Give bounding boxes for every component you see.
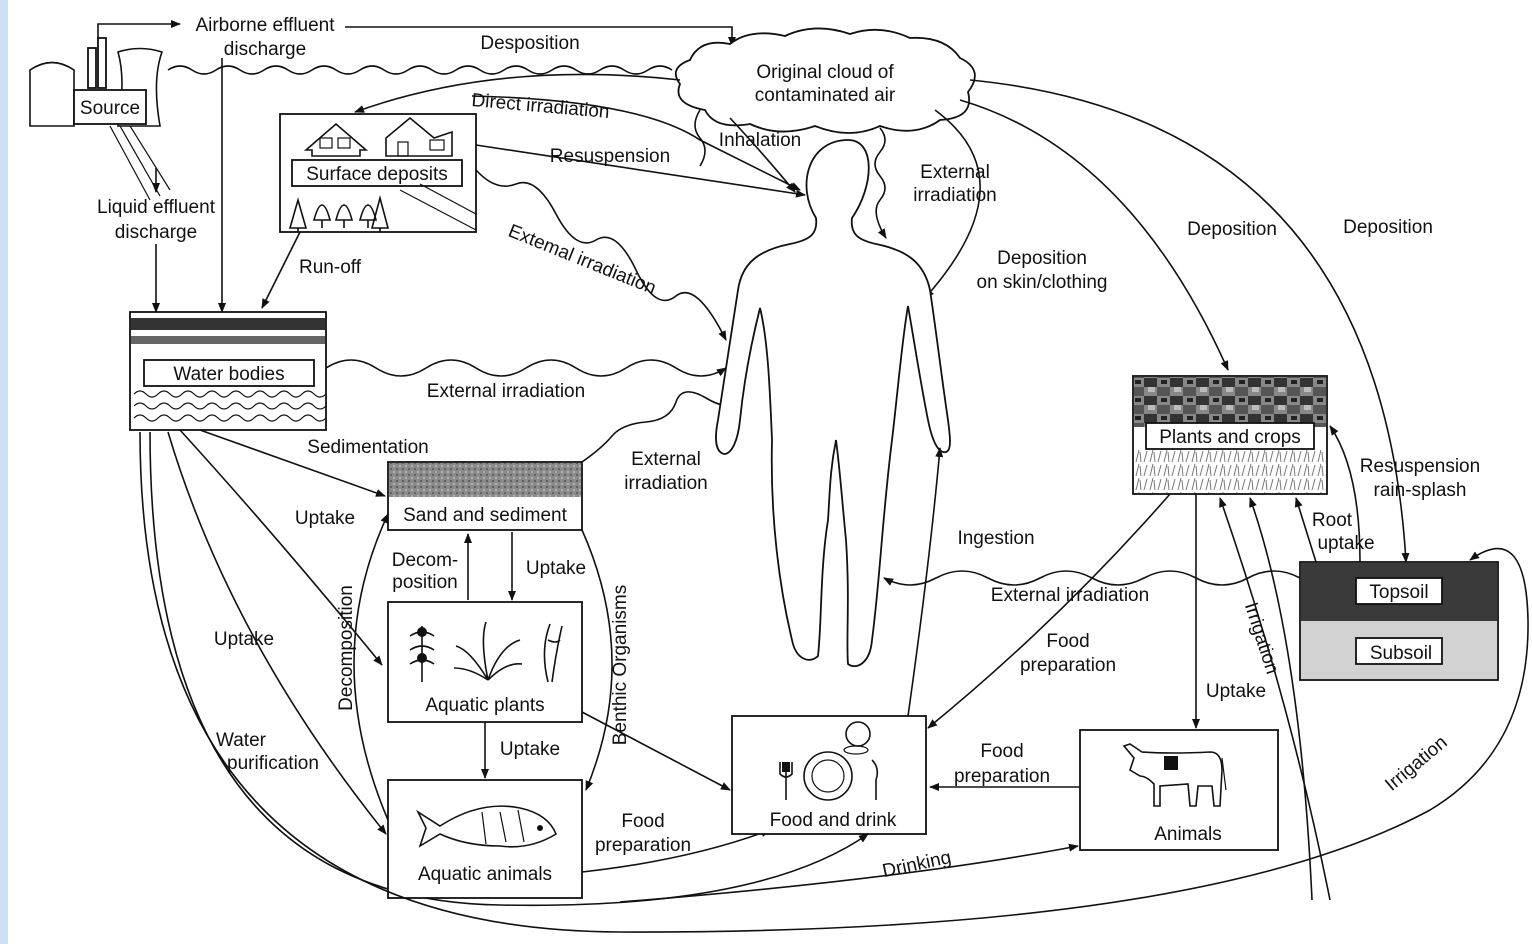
food-plate-icon xyxy=(779,721,879,801)
liquid-label-1: Liquid effluent xyxy=(97,197,216,218)
sand-sediment-label: Sand and sediment xyxy=(403,505,567,526)
ext-irr-water-label: External irradiation xyxy=(427,381,585,402)
crops-texture xyxy=(1134,377,1326,427)
deposition-soil-label: Deposition xyxy=(1343,217,1433,238)
source-label: Source xyxy=(80,98,140,119)
trees-icon xyxy=(288,183,477,232)
resuspension-label: Resuspension xyxy=(550,146,670,167)
animals-label: Animals xyxy=(1154,824,1222,845)
aquatic-animals-label: Aquatic animals xyxy=(418,864,552,885)
ext-irr-cloud-label-1: External xyxy=(920,162,990,183)
cow-icon xyxy=(1122,743,1227,807)
aquatic-plants-label: Aquatic plants xyxy=(425,695,544,716)
inhalation-label: Inhalation xyxy=(719,130,801,151)
sedimentation-label: Sedimentation xyxy=(307,437,428,458)
source-box xyxy=(73,89,147,125)
food-prep-aquatic-label-2: preparation xyxy=(595,835,691,856)
grass-texture xyxy=(1134,448,1326,493)
decom-label-2: position xyxy=(392,572,458,593)
fish-icon xyxy=(415,805,557,848)
deposition-skin-label-2: on skin/clothing xyxy=(977,272,1108,293)
food-drink-box xyxy=(731,715,927,835)
run-off-label: Run-off xyxy=(299,257,362,278)
cloud-label-2: contaminated air xyxy=(755,85,896,106)
deposition-skin-label-1: Deposition xyxy=(997,248,1087,269)
airborne-label-1: Airborne effluent xyxy=(195,15,335,36)
uptake-sand-plants-label: Uptake xyxy=(526,558,586,579)
food-prep-animals-label-2: preparation xyxy=(954,766,1050,787)
benthic-label: Benthic Organisms xyxy=(610,585,631,746)
airborne-label-2: discharge xyxy=(224,39,306,60)
ext-irr-sand-label-1: External xyxy=(631,449,701,470)
plants-crops-label: Plants and crops xyxy=(1159,427,1301,448)
water-bodies-label-box xyxy=(143,359,315,387)
sand-texture xyxy=(389,463,581,497)
deposition-crops-label: Deposition xyxy=(1187,219,1277,240)
food-prep-crops-label-1: Food xyxy=(1046,631,1089,652)
food-prep-aquatic-label-1: Food xyxy=(621,811,664,832)
liquid-label-2: discharge xyxy=(115,222,197,243)
water-waves-icon xyxy=(131,318,327,422)
animals-box xyxy=(1079,729,1279,851)
food-prep-crops-label-2: preparation xyxy=(1020,655,1116,676)
surface-deposits-label: Surface deposits xyxy=(306,164,448,185)
aquatic-plants-icon xyxy=(409,621,563,683)
decomposition-label: Decomposition xyxy=(336,585,357,711)
cloud-shape xyxy=(674,27,976,134)
water-bodies-label: Water bodies xyxy=(173,364,284,385)
surface-deposits-label-box xyxy=(291,159,463,187)
decom-label-1: Decom- xyxy=(392,550,459,571)
food-prep-animals-label-1: Food xyxy=(980,741,1023,762)
root-label-2: uptake xyxy=(1317,533,1374,554)
water-purif-label-2: purification xyxy=(227,753,319,774)
subsoil-label: Subsoil xyxy=(1370,643,1432,664)
resusp-rain-label-1: Resuspension xyxy=(1360,456,1480,477)
topsoil-label-box xyxy=(1355,577,1443,605)
resusp-rain-label-2: rain-splash xyxy=(1374,480,1467,501)
desposition-label: Desposition xyxy=(480,33,579,54)
uptake-crops-animals-label: Uptake xyxy=(1206,681,1266,702)
ext-irr-soil-label: External irradiation xyxy=(991,585,1149,606)
root-label-1: Root xyxy=(1312,510,1353,531)
uptake-plants-animals-label: Uptake xyxy=(500,739,560,760)
uptake-water-plants-label: Uptake xyxy=(295,508,355,529)
ingestion-label: Ingestion xyxy=(957,528,1034,549)
water-purif-label-1: Water xyxy=(216,730,267,751)
cloud-label-1: Original cloud of xyxy=(756,62,894,83)
topsoil-label: Topsoil xyxy=(1369,582,1428,603)
ext-irr-cloud-label-2: irradiation xyxy=(913,185,996,206)
subsoil-label-box xyxy=(1355,637,1443,665)
uptake-water-animals-label: Uptake xyxy=(214,629,274,650)
human-figure xyxy=(715,139,951,668)
plants-crops-label-box xyxy=(1145,422,1315,450)
houses-icon xyxy=(303,116,453,157)
food-drink-label: Food and drink xyxy=(770,810,897,831)
ext-irr-sand-label-2: irradiation xyxy=(624,473,707,494)
